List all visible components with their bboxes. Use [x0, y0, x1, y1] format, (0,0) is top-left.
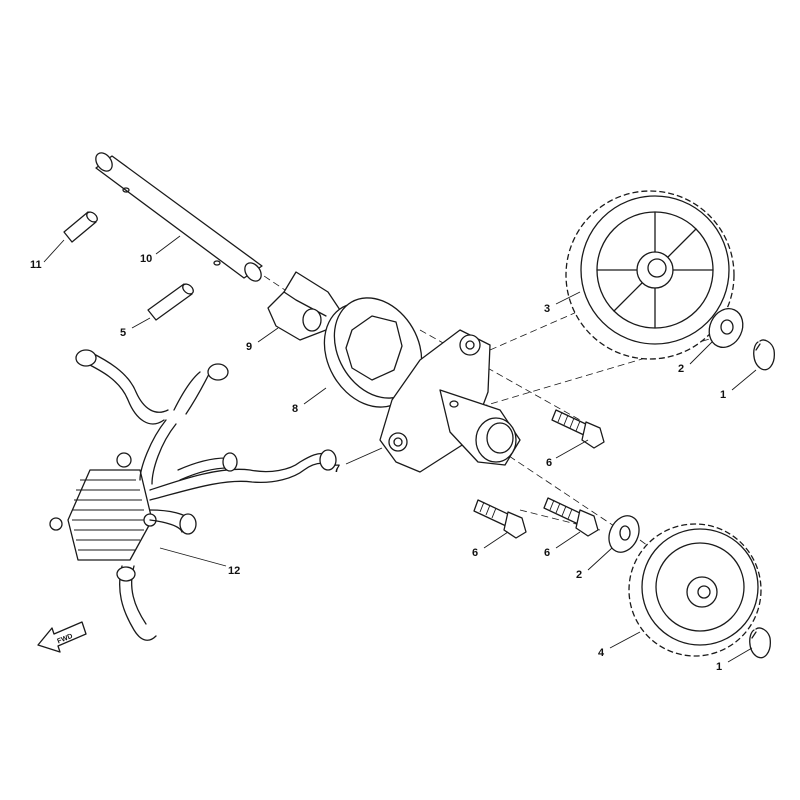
callout-7: 7	[334, 463, 340, 475]
callout-2-lower: 2	[576, 569, 582, 581]
part-10-shaft	[95, 152, 263, 282]
part-6-bolt-lower-left	[473, 499, 527, 539]
part-12-oil-cooler	[49, 452, 157, 561]
callout-4: 4	[598, 647, 605, 659]
part-3-gear-upper	[565, 190, 735, 360]
callout-3: 3	[544, 303, 550, 315]
leader-lines	[43, 235, 757, 663]
part-11-pin	[63, 211, 98, 243]
part-9-inner-rotor	[267, 271, 341, 341]
callout-labels: 11 10 5 9 8 7 6 6 6 3 2 1 2 4 1 12	[30, 253, 726, 673]
part-8-outer-rotor	[323, 297, 423, 408]
part-2-washer-upper	[708, 308, 744, 348]
callout-6-upper: 6	[546, 457, 552, 469]
part-12-hoses	[75, 349, 337, 641]
part-1-circlip-upper	[753, 339, 775, 371]
callout-8: 8	[292, 403, 298, 415]
callout-2-upper: 2	[678, 363, 684, 375]
part-7-pump-housing	[379, 329, 521, 473]
part-2-washer-lower	[608, 515, 640, 553]
callout-12: 12	[228, 565, 240, 577]
callout-9: 9	[246, 341, 252, 353]
part-6-bolt-upper	[551, 409, 605, 449]
callout-11: 11	[30, 259, 42, 271]
callout-1-upper: 1	[720, 389, 726, 401]
callout-10: 10	[140, 253, 152, 265]
part-4-gear-lower	[628, 523, 762, 657]
callout-5: 5	[120, 327, 126, 339]
callout-6-lower-left: 6	[472, 547, 478, 559]
part-6-bolt-lower-right	[543, 497, 599, 537]
callout-6-lower-right: 6	[544, 547, 550, 559]
part-5-pin	[147, 283, 194, 321]
part-1-circlip-lower	[749, 627, 771, 659]
callout-1-lower: 1	[716, 661, 722, 673]
fwd-direction-arrow: FWD	[37, 621, 87, 653]
